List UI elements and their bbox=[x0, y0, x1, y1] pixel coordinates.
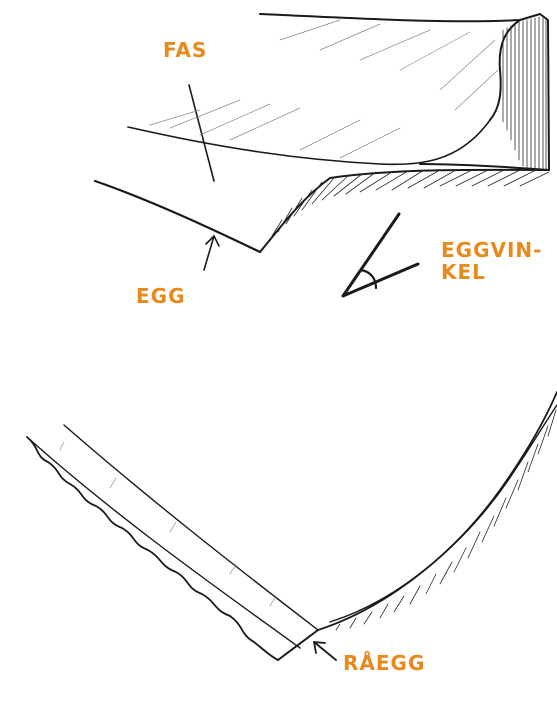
raw-edge-tip bbox=[278, 630, 318, 660]
raegg-arrow-shaft bbox=[314, 642, 336, 660]
eggvinkel-label-line2: KEL bbox=[441, 261, 542, 283]
right-face-hatching bbox=[503, 17, 546, 170]
fas-label: FAS bbox=[163, 39, 207, 61]
eggvinkel-label: EGGVIN- KEL bbox=[441, 239, 542, 283]
curved-bevel-inner bbox=[330, 405, 557, 622]
edge-line bbox=[95, 181, 260, 252]
back-curve bbox=[490, 20, 520, 120]
curved-bevel-outer bbox=[318, 392, 557, 630]
eggvinkel-label-line1: EGGVIN- bbox=[441, 239, 542, 261]
upper-blade-line bbox=[27, 437, 300, 648]
bevel-line bbox=[64, 425, 318, 630]
egg-label: EGG bbox=[136, 285, 186, 307]
right-face-outline bbox=[420, 14, 549, 170]
bevel-face-hatching bbox=[272, 170, 549, 236]
edge-angle-symbol bbox=[343, 214, 418, 296]
burr-blade-drawing bbox=[27, 392, 557, 660]
fas-pointer-line bbox=[189, 85, 214, 181]
upper-blade-hatching bbox=[60, 442, 276, 606]
curved-bevel-hatching bbox=[336, 410, 556, 630]
bevel-top-line bbox=[128, 120, 490, 164]
angle-lines bbox=[343, 214, 418, 296]
top-surface-edge bbox=[260, 14, 540, 21]
raegg-label: RÅEGG bbox=[343, 652, 425, 674]
